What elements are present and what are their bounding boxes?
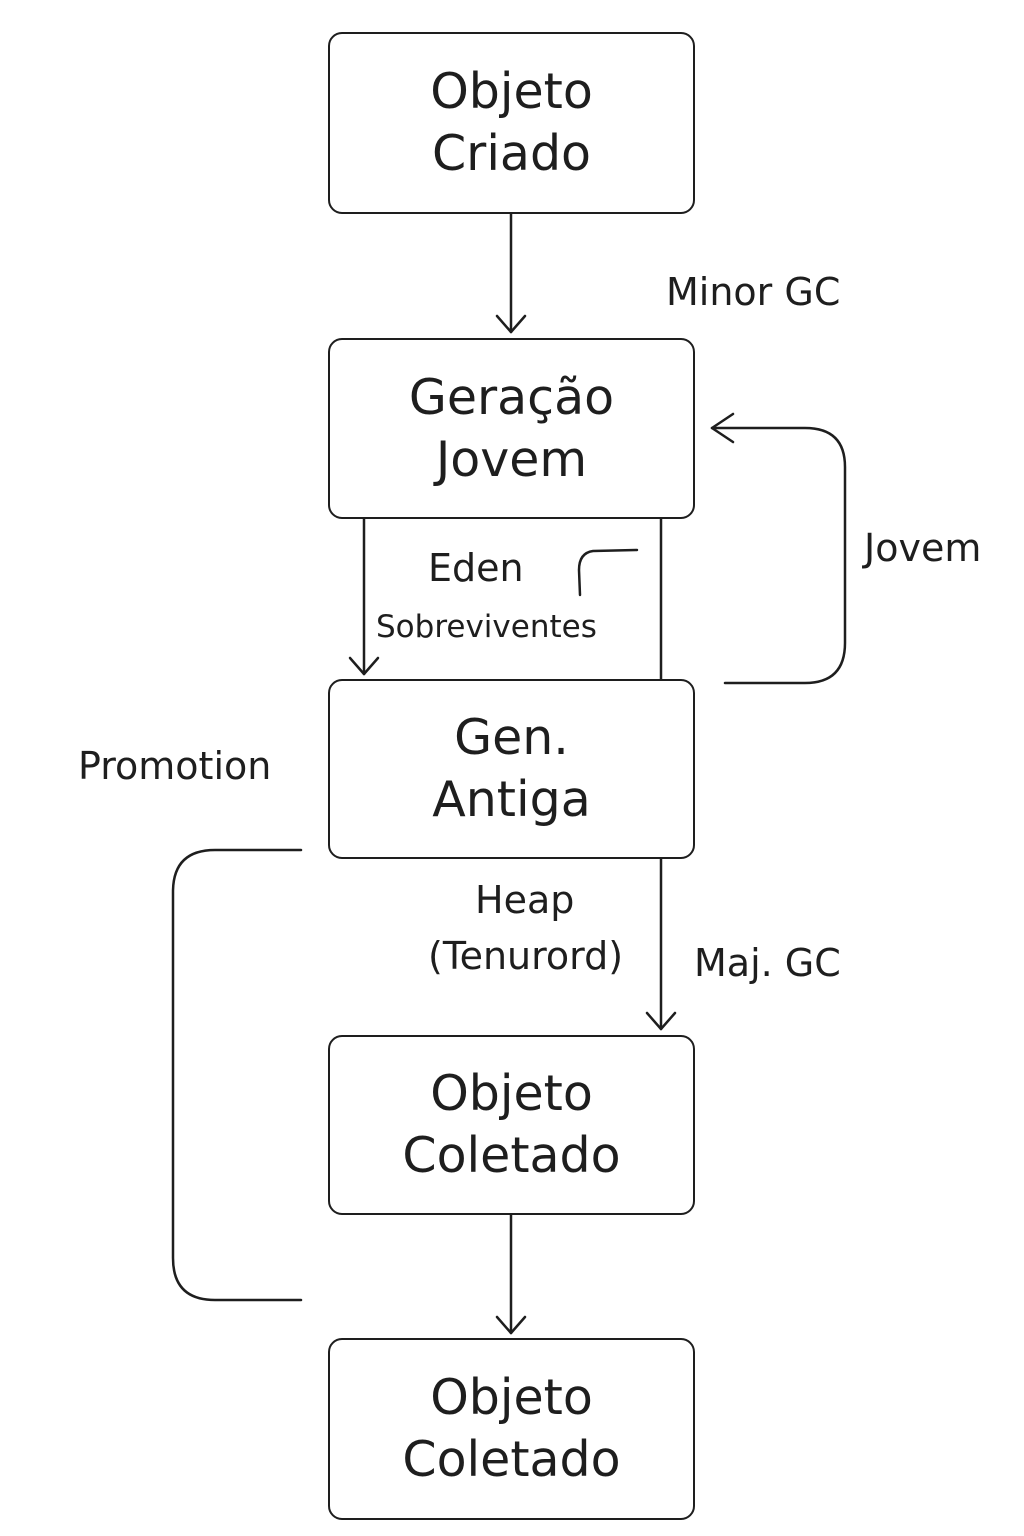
box-gen-antiga-line1: Gen. <box>454 709 569 766</box>
label-heap: Heap <box>475 878 575 922</box>
arrow-jovem-loop <box>710 412 847 685</box>
label-promotion: Promotion <box>78 744 272 788</box>
box-geracao-jovem-line2: Jovem <box>435 430 588 488</box>
label-jovem: Jovem <box>864 526 982 570</box>
box-objeto-coletado-1-line1: Objeto <box>430 1065 593 1122</box>
box-objeto-coletado-2-line2: Coletado <box>402 1431 621 1488</box>
box-objeto-criado-line2: Criado <box>431 125 592 182</box>
box-geracao-jovem: Geração Jovem <box>328 338 695 519</box>
label-tenurord: (Tenurord) <box>428 934 624 978</box>
box-objeto-coletado-2-line1: Objeto <box>430 1369 593 1426</box>
label-maj-gc: Maj. GC <box>694 941 841 985</box>
box-geracao-jovem-line1: Geração <box>408 368 615 426</box>
arrow-criado-to-jovem <box>495 212 527 334</box>
box-gen-antiga-line2: Antiga <box>432 771 591 828</box>
arrow-antiga-to-coletado <box>645 856 677 1031</box>
arrow-coletado-to-coletado <box>495 1212 527 1335</box>
label-sobreviventes: Sobreviventes <box>376 609 597 645</box>
box-objeto-coletado-2: Objeto Coletado <box>328 1338 695 1520</box>
arrow-jovem-to-antiga <box>348 516 380 676</box>
box-objeto-coletado-1: Objeto Coletado <box>328 1035 695 1215</box>
box-gen-antiga: Gen. Antiga <box>328 679 695 859</box>
survivor-bracket <box>577 548 639 597</box>
label-minor-gc: Minor GC <box>666 270 841 314</box>
box-objeto-criado-line1: Objeto <box>430 63 593 120</box>
box-objeto-coletado-1-line2: Coletado <box>402 1127 621 1184</box>
promotion-bracket <box>171 848 303 1302</box>
box-objeto-criado: Objeto Criado <box>328 32 695 214</box>
label-eden: Eden <box>428 546 524 590</box>
